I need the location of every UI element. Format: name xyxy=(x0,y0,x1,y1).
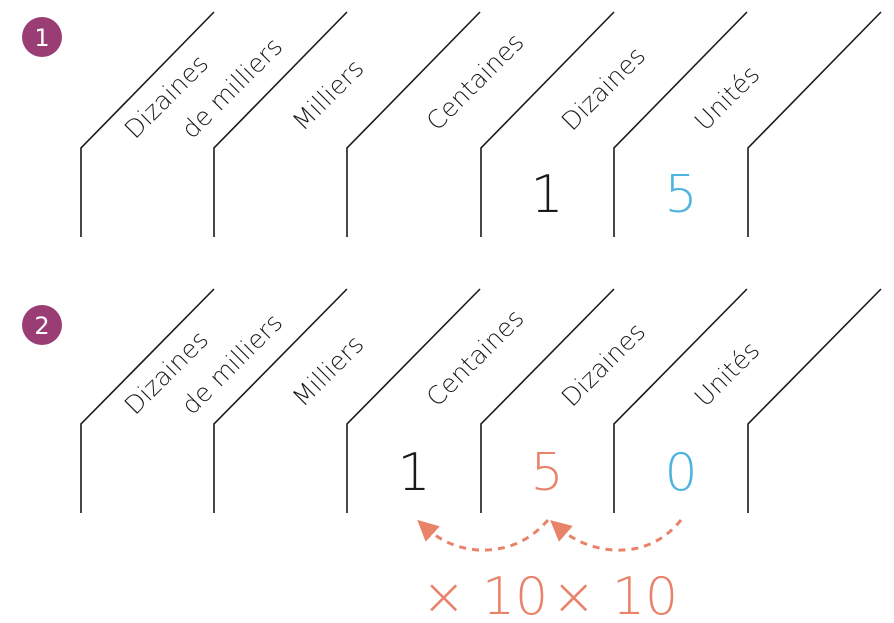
header-dizaines-1: Dizaines xyxy=(556,41,651,136)
step-badge-2-label: 2 xyxy=(34,312,49,340)
column-divider xyxy=(747,288,882,513)
step-badge-1 xyxy=(22,17,62,57)
column-divider xyxy=(613,288,748,513)
column-divider xyxy=(480,288,615,513)
column-divider xyxy=(480,11,615,237)
column-divider xyxy=(346,11,481,237)
place-value-table-2: 2 Dizaines de milliers Milliers Centaine… xyxy=(22,288,882,623)
header-unites-2: Unités xyxy=(689,336,766,413)
column-headers-1: Dizaines de milliers Milliers Centaines … xyxy=(119,27,766,144)
header-milliers-1: Milliers xyxy=(287,53,370,136)
column-divider xyxy=(213,11,348,237)
digit-centaines-2: 1 xyxy=(397,443,430,503)
digit-dizaines-1: 1 xyxy=(530,165,563,225)
step-badge-1-label: 1 xyxy=(34,24,49,52)
step-badge-2 xyxy=(22,305,62,345)
header-milliers-2: Milliers xyxy=(287,329,370,412)
column-headers-2: Dizaines de milliers Milliers Centaines … xyxy=(119,303,766,420)
digit-unites-2: 0 xyxy=(664,443,697,503)
column-dividers-1 xyxy=(80,11,882,237)
shift-arrow-units-to-tens xyxy=(550,519,683,552)
place-value-table-1: 1 Dizaines de milliers Milliers Centaine… xyxy=(22,11,882,237)
times-ten-first: × 10 xyxy=(422,567,548,623)
column-divider xyxy=(80,288,215,513)
digit-dizaines-2: 5 xyxy=(530,443,563,503)
digits-2: 1 5 0 xyxy=(397,443,697,503)
header-centaines-2: Centaines xyxy=(421,303,530,412)
column-divider xyxy=(747,11,882,237)
column-dividers-2 xyxy=(80,288,882,513)
shift-arrow-tens-to-hundreds xyxy=(417,519,550,552)
digits-1: 1 5 xyxy=(530,165,697,225)
column-divider xyxy=(346,288,481,513)
column-divider xyxy=(80,11,215,237)
operation-label: × 10 × 10 xyxy=(422,567,678,623)
column-divider xyxy=(613,11,748,237)
column-divider xyxy=(213,288,348,513)
shift-arrows xyxy=(417,519,683,552)
header-unites-1: Unités xyxy=(689,60,766,137)
header-dizaines-2: Dizaines xyxy=(556,317,651,412)
digit-unites-1: 5 xyxy=(664,165,697,225)
header-centaines-1: Centaines xyxy=(421,27,530,136)
times-ten-second: × 10 xyxy=(552,567,678,623)
